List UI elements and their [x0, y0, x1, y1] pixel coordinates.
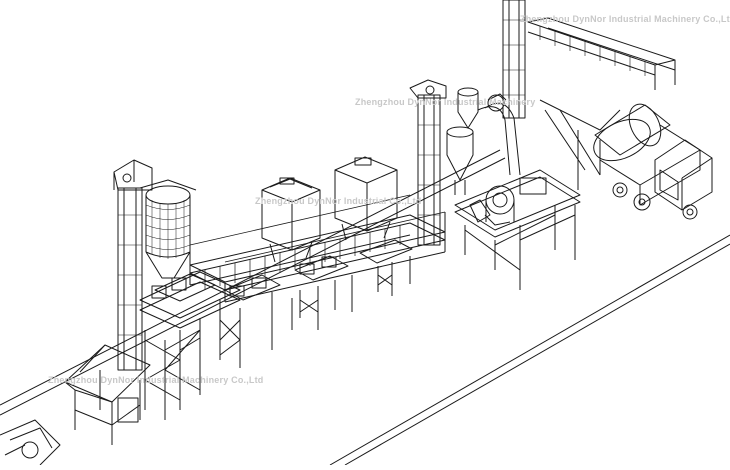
packing-hopper [65, 345, 150, 445]
watermark-bottom: Zhengzhou DynNor Industrial Machinery Co… [48, 375, 264, 385]
watermark-mid: Zhengzhou DynNor Industrial Machinery [355, 97, 536, 107]
bag-conveyor [0, 420, 60, 465]
cement-silo [140, 180, 196, 278]
middle-bucket-elevator [410, 80, 446, 245]
dryer-platform [455, 170, 580, 290]
storage-bin-2 [335, 157, 397, 240]
concrete-mixer-truck [587, 99, 712, 219]
conveyor-platform [190, 195, 445, 368]
cyclone-separator [447, 88, 520, 195]
stair-truss [528, 18, 675, 190]
watermark-top: Zhengzhou DynNor Industrial Machinery Co… [520, 14, 730, 24]
watermark-mid2: Zhengzhou DynNor Industrial Co.,Ltd [255, 196, 422, 206]
storage-bin-1 [262, 178, 320, 262]
left-bucket-elevator [114, 160, 152, 370]
